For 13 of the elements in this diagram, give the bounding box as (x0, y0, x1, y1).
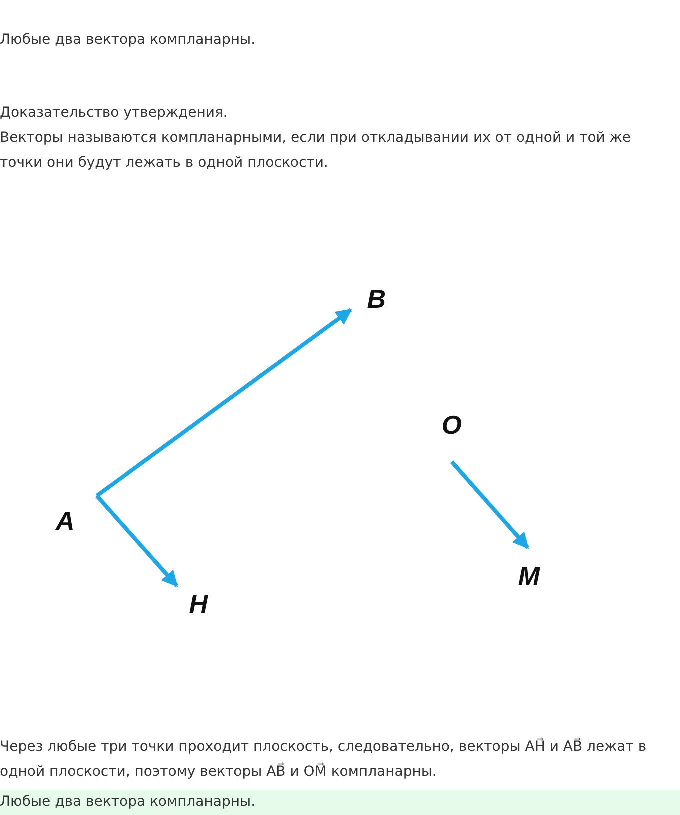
conclusion-text: Через любые три точки проходит плоскость, следовательно, векторы AH⃗ и AB⃗ лежат в одной плоскости, поэтому векторы AB⃗ и OM⃗ компланарны. (0, 736, 648, 782)
point-label: H (189, 591, 208, 617)
point-label: B (367, 286, 386, 312)
vector-arrow (96, 308, 352, 498)
point-label: M (518, 563, 540, 589)
point-label: A (56, 508, 75, 534)
answer-text: Любые два вектора компланарны. (0, 790, 680, 815)
point-label: O (442, 412, 462, 438)
definition-text: Векторы называются компланарными, если при откладывании их от одной и той же точки они будут лежать в одной плоскости. (0, 129, 632, 173)
vector-arrow (96, 494, 178, 588)
statement-text: Любые два вектора компланарны. (0, 31, 257, 50)
vector-arrow (450, 460, 530, 550)
proof-heading: Доказательство утверждения. (0, 104, 229, 123)
